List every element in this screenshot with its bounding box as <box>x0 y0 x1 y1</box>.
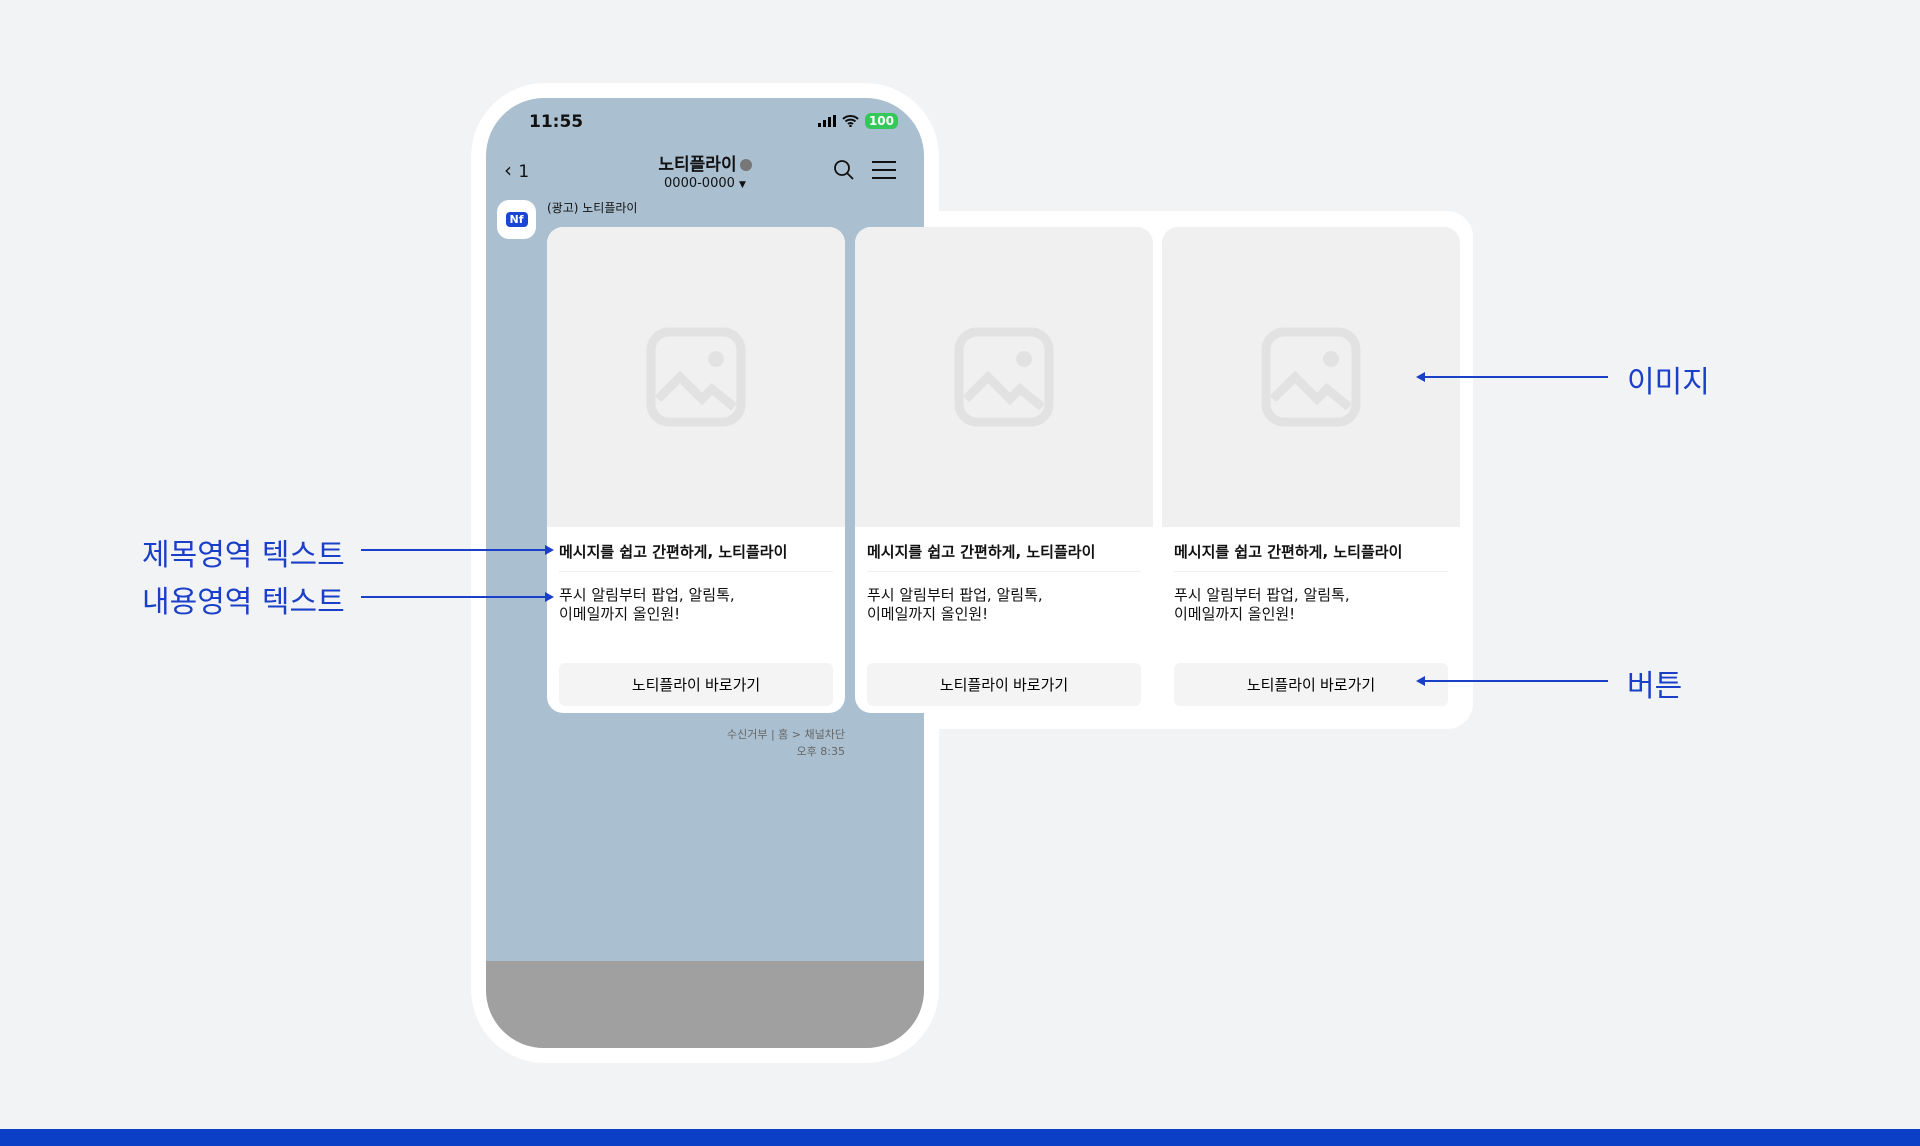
menu-icon[interactable] <box>872 161 896 179</box>
annotation-line <box>361 549 547 551</box>
card-link-button[interactable]: 노티플라이 바로가기 <box>1174 663 1448 706</box>
verified-icon <box>739 159 752 171</box>
card-body: 푸시 알림부터 팝업, 알림톡, 이메일까지 올인원! <box>559 586 735 623</box>
annotation-line <box>361 596 547 598</box>
arrow-icon <box>545 545 554 555</box>
battery-indicator: 100 <box>864 113 898 129</box>
phone-number-dropdown[interactable]: 0000-0000 ▼ <box>664 176 746 191</box>
input-bar[interactable] <box>486 961 924 1048</box>
status-time: 11:55 <box>529 112 584 132</box>
annotation-image: 이미지 <box>1627 365 1710 400</box>
caret-down-icon: ▼ <box>739 180 746 190</box>
message-time: 오후 8:35 <box>796 745 845 758</box>
arrow-icon <box>1416 676 1425 686</box>
back-button[interactable]: ‹ 1 <box>504 158 530 182</box>
card-image <box>1162 227 1460 527</box>
image-placeholder-icon <box>1261 327 1361 427</box>
bottom-accent-bar <box>0 1129 1920 1146</box>
carousel-card: 메시지를 쉽고 간편하게, 노티플라이 푸시 알림부터 팝업, 알림톡, 이메일… <box>855 227 1153 713</box>
card-title: 메시지를 쉽고 간편하게, 노티플라이 <box>559 527 833 572</box>
carousel-card: 메시지를 쉽고 간편하게, 노티플라이 푸시 알림부터 팝업, 알림톡, 이메일… <box>547 227 845 713</box>
chat-title: 노티플라이 <box>486 150 924 175</box>
signal-icon <box>817 115 836 127</box>
annotation-line <box>1424 376 1608 378</box>
card-image <box>855 227 1153 527</box>
card-link-button[interactable]: 노티플라이 바로가기 <box>867 663 1141 706</box>
image-placeholder-icon <box>646 327 746 427</box>
search-icon[interactable] <box>833 159 855 181</box>
annotation-line <box>1424 680 1608 682</box>
wifi-icon <box>842 115 859 127</box>
card-link-button[interactable]: 노티플라이 바로가기 <box>559 663 833 706</box>
carousel-card: 메시지를 쉽고 간편하게, 노티플라이 푸시 알림부터 팝업, 알림톡, 이메일… <box>1162 227 1460 713</box>
channel-avatar[interactable]: Nf <box>497 200 536 239</box>
card-body: 푸시 알림부터 팝업, 알림톡, 이메일까지 올인원! <box>867 586 1043 623</box>
chevron-left-icon: ‹ <box>504 158 512 182</box>
card-title: 메시지를 쉽고 간편하게, 노티플라이 <box>867 527 1141 572</box>
footer-links[interactable]: 수신거부 | 홈 > 채널차단 <box>727 728 845 741</box>
annotation-title-area: 제목영역 텍스트 <box>142 538 345 573</box>
card-image <box>547 227 845 527</box>
logo: Nf <box>505 212 528 227</box>
arrow-icon <box>545 592 554 602</box>
annotation-button: 버튼 <box>1627 669 1683 704</box>
card-title: 메시지를 쉽고 간편하게, 노티플라이 <box>1174 527 1448 572</box>
arrow-icon <box>1416 372 1425 382</box>
card-body: 푸시 알림부터 팝업, 알림톡, 이메일까지 올인원! <box>1174 586 1350 623</box>
status-icons: 100 <box>817 113 898 129</box>
channel-name: (광고) 노티플라이 <box>547 201 638 215</box>
annotation-body-area: 내용영역 텍스트 <box>142 585 345 620</box>
image-placeholder-icon <box>954 327 1054 427</box>
